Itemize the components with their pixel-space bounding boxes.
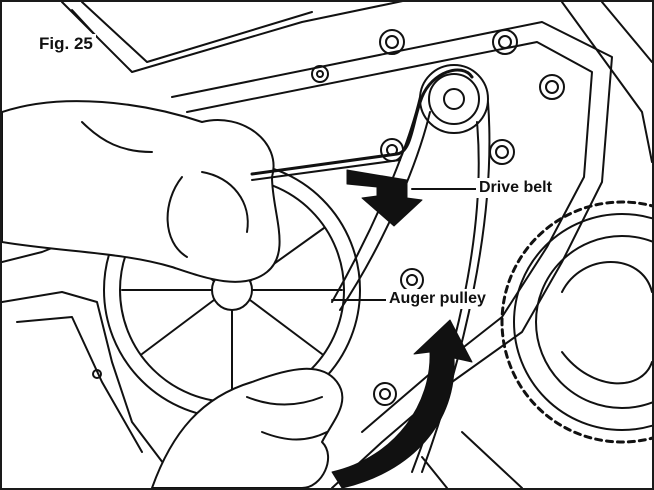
callout-drive-belt: Drive belt <box>476 178 555 198</box>
bolt <box>373 382 397 406</box>
callout-auger-pulley: Auger pulley <box>386 289 489 309</box>
bolt <box>380 138 404 162</box>
hook-tool <box>250 68 474 181</box>
auger-gear <box>500 200 652 444</box>
bolt <box>311 65 329 83</box>
bolt <box>492 29 518 55</box>
lower-hand <box>151 367 344 488</box>
bolt <box>489 139 515 165</box>
bolt <box>400 268 424 292</box>
pull-direction-arrow-icon <box>346 169 423 227</box>
bolt <box>379 29 405 55</box>
upper-hand <box>2 100 281 283</box>
bolt <box>539 74 565 100</box>
callout-leaders <box>331 188 477 301</box>
housing-bolts <box>92 29 565 406</box>
rotate-direction-arrow-icon <box>331 319 473 488</box>
bolt <box>92 369 102 379</box>
figure-label: Fig. 25 <box>36 34 96 54</box>
